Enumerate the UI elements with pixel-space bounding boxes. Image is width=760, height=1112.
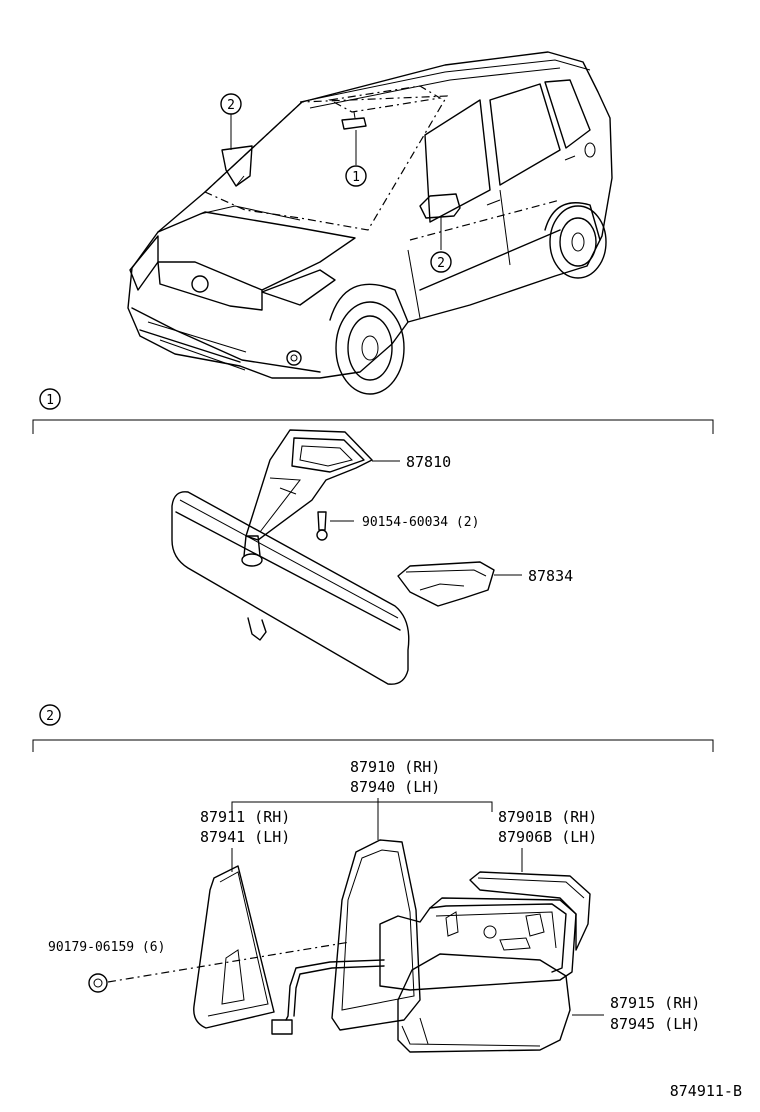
clip-drawing — [88, 973, 108, 993]
mirror-inner-cover-drawing — [193, 865, 275, 1029]
part-87915-label: 87915 (RH) — [610, 994, 700, 1012]
callout-rearview-mirror: 1 — [345, 165, 367, 187]
part-90154-label: 90154-60034 (2) — [362, 515, 479, 530]
section-1-divider — [32, 419, 714, 434]
part-87810-label: 87810 — [406, 453, 451, 471]
mirror-assembly-drawing — [379, 871, 591, 1053]
part-87941-label: 87941 (LH) — [200, 828, 290, 846]
svg-text:2: 2 — [227, 98, 235, 113]
part-87901B-label: 87901B (RH) — [498, 808, 597, 826]
part-87910-label: 87910 (RH) — [350, 758, 440, 776]
section-2-marker: 2 — [39, 704, 61, 726]
svg-text:1: 1 — [352, 170, 360, 185]
callout-side-mirror: 2 — [430, 251, 452, 273]
mirror-base-drawing — [271, 839, 421, 1035]
figure-id: 874911-B — [670, 1082, 742, 1100]
part-87911-label: 87911 (RH) — [200, 808, 290, 826]
part-90179-label: 90179-06159 (6) — [48, 940, 165, 955]
car-illustration — [127, 51, 613, 395]
svg-text:2: 2 — [46, 709, 54, 724]
part-87940-label: 87940 (LH) — [350, 778, 440, 796]
rearview-mirror-drawing — [171, 429, 495, 685]
svg-text:1: 1 — [46, 393, 54, 408]
part-87834-label: 87834 — [528, 567, 573, 585]
part-87906B-label: 87906B (LH) — [498, 828, 597, 846]
section-2-divider — [32, 739, 714, 752]
part-87945-label: 87945 (LH) — [610, 1015, 700, 1033]
section-1-marker: 1 — [39, 388, 61, 410]
callout-windshield-mirror: 2 — [220, 93, 242, 115]
svg-text:2: 2 — [437, 256, 445, 271]
